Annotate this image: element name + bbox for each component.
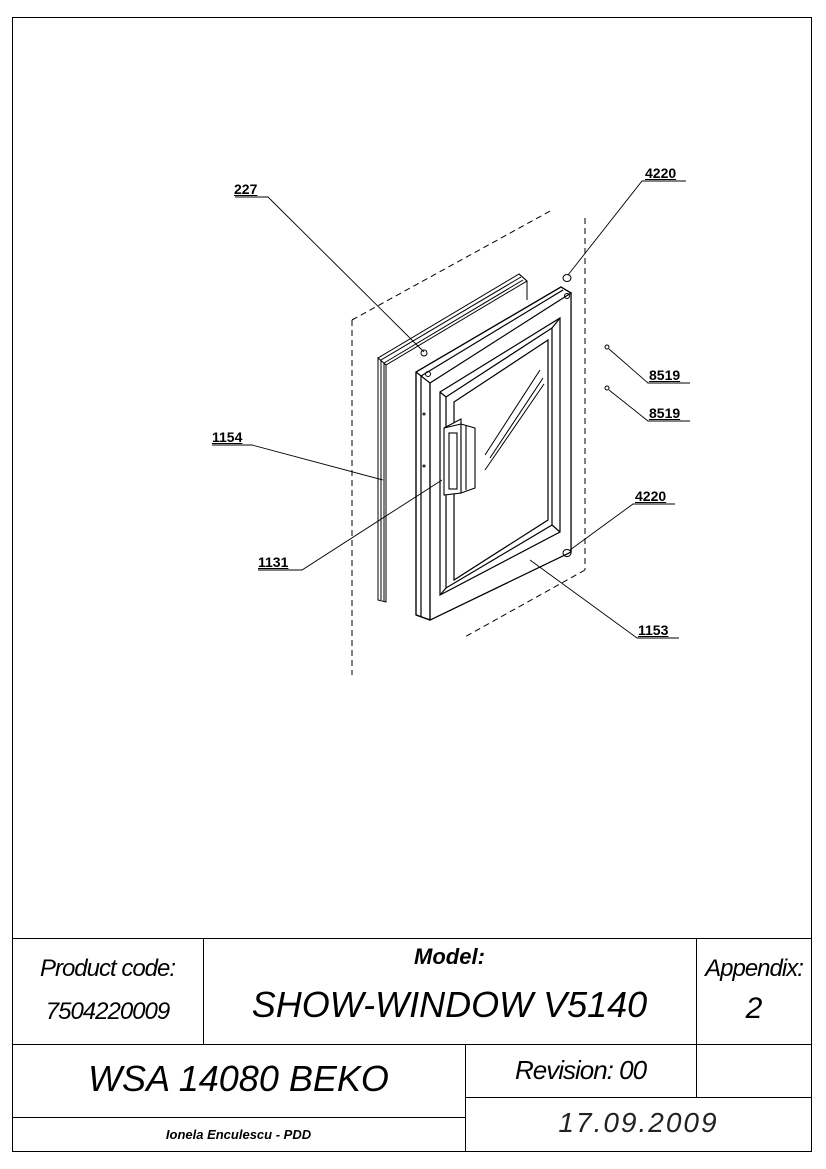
author-divider-line bbox=[12, 1117, 465, 1118]
revision-text: Revision: 00 bbox=[514, 1055, 647, 1085]
glass-reflection-lines bbox=[484, 369, 545, 471]
author-text: Ionela Enculescu - PDD bbox=[165, 1127, 312, 1142]
door-handle bbox=[443, 418, 476, 496]
leader-lines bbox=[212, 180, 690, 639]
callout-1154: 1154 bbox=[212, 429, 243, 445]
callout-1131: 1131 bbox=[258, 554, 289, 570]
callout-227: 227 bbox=[234, 181, 258, 197]
model-name: SHOW-WINDOW V5140 bbox=[251, 984, 648, 1025]
product-name: WSA 14080 BEKO bbox=[88, 1058, 389, 1099]
appendix-number: 2 bbox=[745, 992, 763, 1025]
appendix-label: Appendix: bbox=[705, 955, 804, 982]
callout-4220-top: 4220 bbox=[645, 165, 677, 181]
appendix-divider bbox=[696, 938, 697, 1097]
drawing-sheet-border bbox=[12, 17, 812, 1152]
callout-8519-a: 8519 bbox=[649, 367, 681, 383]
callout-1153: 1153 bbox=[638, 622, 669, 638]
product-code-divider bbox=[203, 938, 204, 1044]
callout-8519-b: 8519 bbox=[649, 405, 681, 421]
product-code-label: Product code: bbox=[39, 955, 176, 982]
screws bbox=[604, 344, 610, 391]
hinge-pins bbox=[562, 274, 572, 557]
name-divider bbox=[465, 1044, 466, 1152]
date-text: 17.09.2009 bbox=[558, 1107, 719, 1138]
title-block-top-line bbox=[12, 938, 812, 939]
product-code-value: 7504220009 bbox=[45, 998, 170, 1025]
dashed-assembly-plane bbox=[351, 209, 586, 675]
title-block-mid-line bbox=[12, 1044, 812, 1045]
model-label: Model: bbox=[414, 944, 485, 969]
callout-4220-bottom: 4220 bbox=[635, 488, 667, 504]
frame-holes bbox=[420, 293, 570, 468]
revision-divider-line bbox=[465, 1097, 812, 1098]
